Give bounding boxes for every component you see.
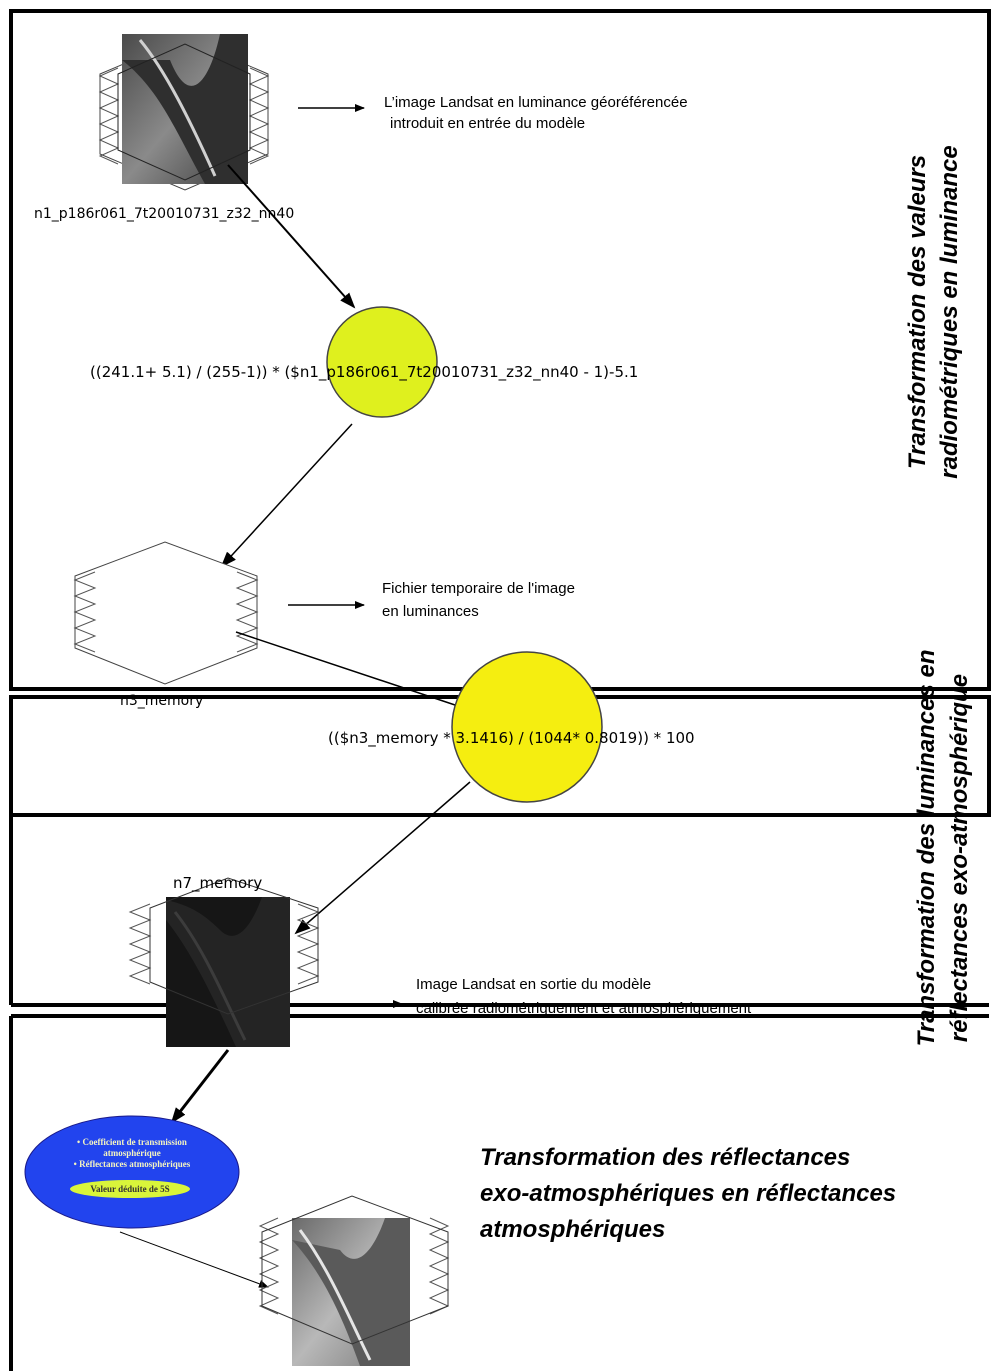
raster-stack-icon-output[interactable] bbox=[128, 877, 320, 1047]
function1-expression[interactable]: ((241.1+ 5.1) / (255-1)) * ($n1_p186r061… bbox=[90, 363, 639, 381]
temp-description-line1: Fichier temporaire de l'image bbox=[382, 580, 575, 597]
section2-title-line1: Transformation des luminances en bbox=[913, 649, 940, 1047]
section3-title-line3: atmosphériques bbox=[480, 1216, 666, 1243]
flow-arrow-function1-to-temp bbox=[220, 423, 353, 568]
flow-arrow-legend-to-final bbox=[119, 1231, 269, 1288]
raster-stack-icon-final[interactable] bbox=[258, 1195, 450, 1366]
section1-title-line1: Transformation des valeurs bbox=[904, 154, 931, 470]
section3-title-line1: Transformation des réflectances bbox=[480, 1144, 851, 1171]
input-node-name: n1_p186r061_7t20010731_z32_nn40 bbox=[34, 206, 295, 222]
atmos-parameters-ellipse[interactable] bbox=[24, 1115, 240, 1229]
function2-expression[interactable]: (($n3_memory * 3.1416) / (1044* 0.8019))… bbox=[328, 729, 695, 747]
raster-stack-icon-input[interactable] bbox=[98, 34, 270, 191]
section3-title-line2: exo-atmosphériques en réflectances bbox=[480, 1180, 897, 1207]
output-description-line1: Image Landsat en sortie du modèle bbox=[416, 976, 652, 993]
input-description-line1: L’image Landsat en luminance géoréférenc… bbox=[384, 94, 688, 111]
atmos-legend-line3: • Réflectances atmosphériques bbox=[73, 1159, 191, 1169]
atmos-legend-line1: • Coefficient de transmission bbox=[77, 1137, 187, 1147]
flow-arrow-output-to-legend bbox=[170, 1049, 230, 1124]
temp-description-line2: en luminances bbox=[382, 603, 479, 620]
temp-node-name: n3_memory bbox=[120, 693, 204, 709]
function-node-1[interactable] bbox=[326, 306, 438, 418]
atmos-source-pill: Valeur déduite de 5S bbox=[70, 1180, 190, 1198]
flow-arrow-function2-to-output bbox=[294, 781, 471, 935]
flow-arrow-input-to-function1 bbox=[227, 164, 356, 309]
input-description-line2: introduit en entrée du modèle bbox=[390, 115, 586, 132]
atmos-legend-line2: atmosphérique bbox=[103, 1148, 161, 1158]
raster-stack-icon-temp[interactable] bbox=[73, 541, 259, 685]
output-description-line2: calibrée radiométriquement et atmosphéri… bbox=[416, 1000, 752, 1017]
output-node-name: n7_memory bbox=[173, 874, 263, 892]
section1-title-line2: radiométriques en luminance bbox=[936, 145, 963, 479]
flow-arrow-temp-to-function2 bbox=[235, 631, 472, 712]
section2-title-line2: réflectances exo-atmosphérique bbox=[946, 673, 973, 1043]
function-node-2[interactable] bbox=[451, 651, 603, 803]
